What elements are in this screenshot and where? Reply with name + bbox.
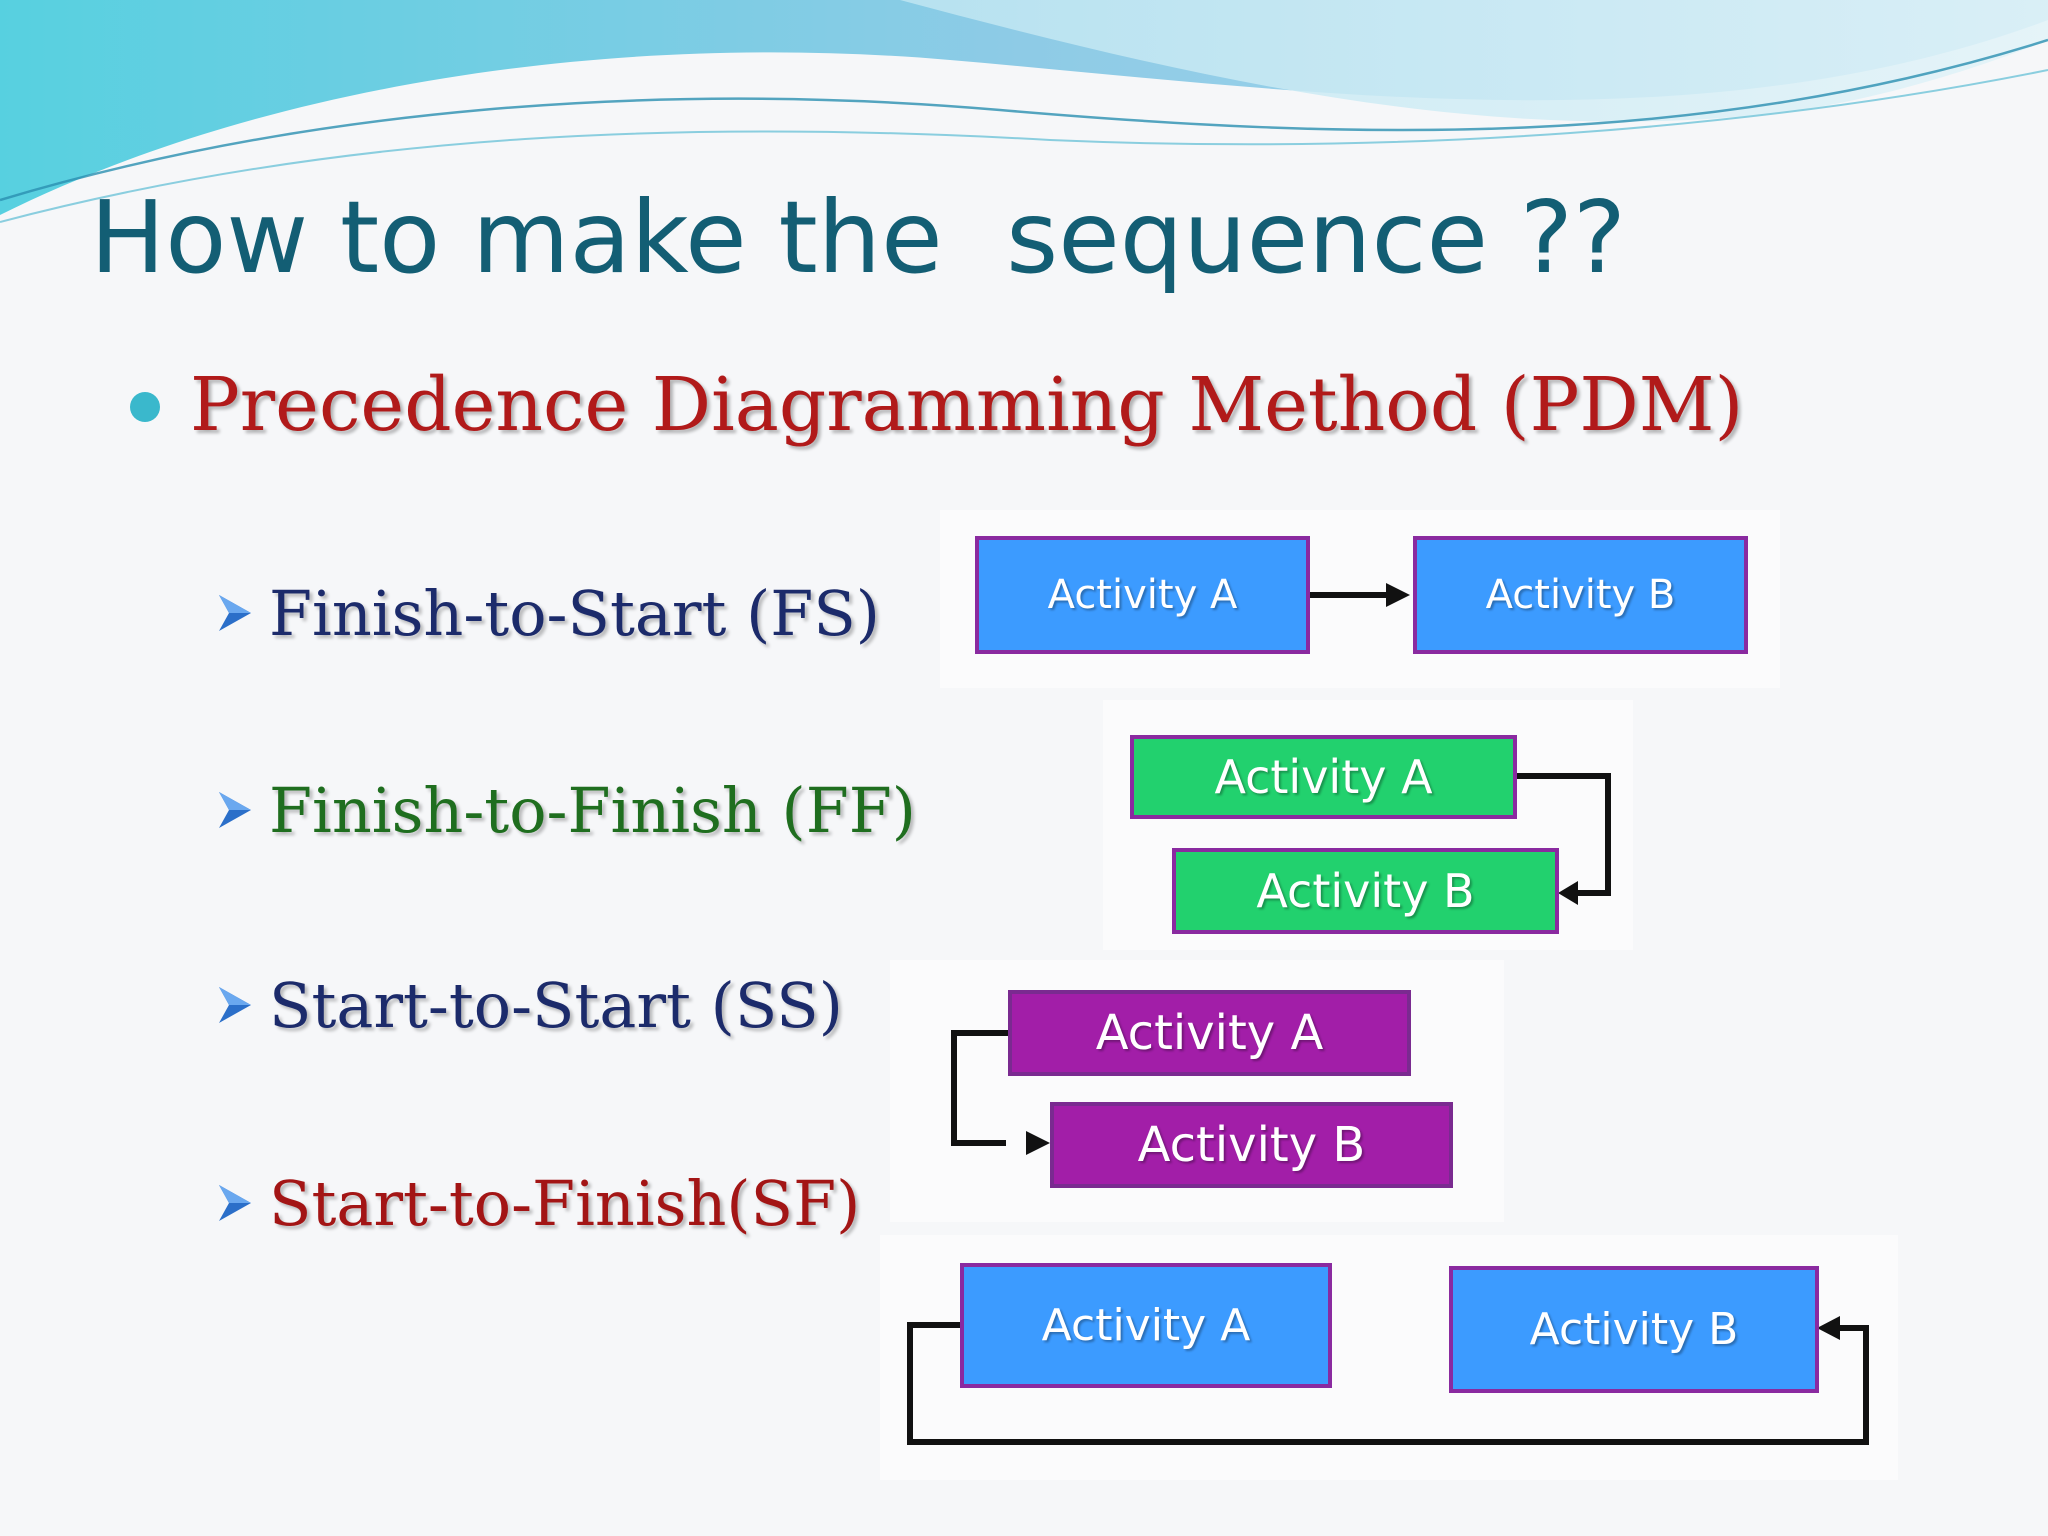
sf-activity-a-box: Activity A bbox=[960, 1263, 1332, 1388]
main-bullet: Precedence Diagramming Method (PDM) bbox=[130, 360, 1743, 450]
arrow-bullet-icon bbox=[219, 792, 251, 828]
diagram-ss: Activity A Activity B bbox=[890, 960, 1504, 1222]
diagram-fs: Activity A Activity B bbox=[940, 510, 1780, 688]
relationship-sf: Start-to-Finish(SF) bbox=[215, 1158, 860, 1248]
sf-activity-a-label: Activity A bbox=[1041, 1300, 1251, 1351]
ss-activity-a-label: Activity A bbox=[1095, 1005, 1324, 1061]
sf-activity-b-box: Activity B bbox=[1449, 1266, 1819, 1393]
header-wave-decoration bbox=[0, 0, 2048, 223]
relationship-ss: Start-to-Start (SS) bbox=[215, 960, 843, 1050]
diagram-ff: Activity A Activity B bbox=[1103, 700, 1633, 950]
slide-title: How to make the sequence ?? bbox=[90, 179, 1626, 296]
relationship-ff-label: Finish-to-Finish (FF) bbox=[269, 773, 916, 847]
arrow-bullet-icon bbox=[219, 1185, 251, 1221]
arrow-bullet-icon bbox=[219, 595, 251, 631]
fs-activity-a-box: Activity A bbox=[975, 536, 1310, 654]
ff-activity-b-box: Activity B bbox=[1172, 848, 1559, 934]
ff-activity-a-box: Activity A bbox=[1130, 735, 1517, 819]
fs-activity-a-label: Activity A bbox=[1047, 572, 1238, 618]
ff-activity-b-label: Activity B bbox=[1256, 864, 1475, 918]
fs-activity-b-box: Activity B bbox=[1413, 536, 1748, 654]
arrow-bullet-icon bbox=[219, 987, 251, 1023]
ff-connector bbox=[1515, 773, 1611, 905]
ss-activity-b-label: Activity B bbox=[1137, 1117, 1366, 1173]
ss-connector bbox=[951, 1030, 1050, 1155]
relationship-ff: Finish-to-Finish (FF) bbox=[215, 765, 916, 855]
fs-activity-b-label: Activity B bbox=[1485, 572, 1676, 618]
sf-connector bbox=[907, 1316, 1869, 1445]
relationship-fs: Finish-to-Start (FS) bbox=[215, 568, 880, 658]
fs-connector bbox=[1310, 583, 1410, 607]
sf-activity-b-label: Activity B bbox=[1529, 1304, 1739, 1355]
relationship-ss-label: Start-to-Start (SS) bbox=[269, 968, 843, 1042]
ss-activity-a-box: Activity A bbox=[1008, 990, 1411, 1076]
ff-activity-a-label: Activity A bbox=[1214, 750, 1433, 804]
ss-activity-b-box: Activity B bbox=[1050, 1102, 1453, 1188]
relationship-sf-label: Start-to-Finish(SF) bbox=[269, 1166, 861, 1240]
diagram-sf: Activity A Activity B bbox=[880, 1235, 1898, 1480]
relationship-fs-label: Finish-to-Start (FS) bbox=[269, 576, 880, 650]
main-bullet-text: Precedence Diagramming Method (PDM) bbox=[190, 362, 1744, 448]
bullet-dot-icon bbox=[130, 392, 160, 422]
